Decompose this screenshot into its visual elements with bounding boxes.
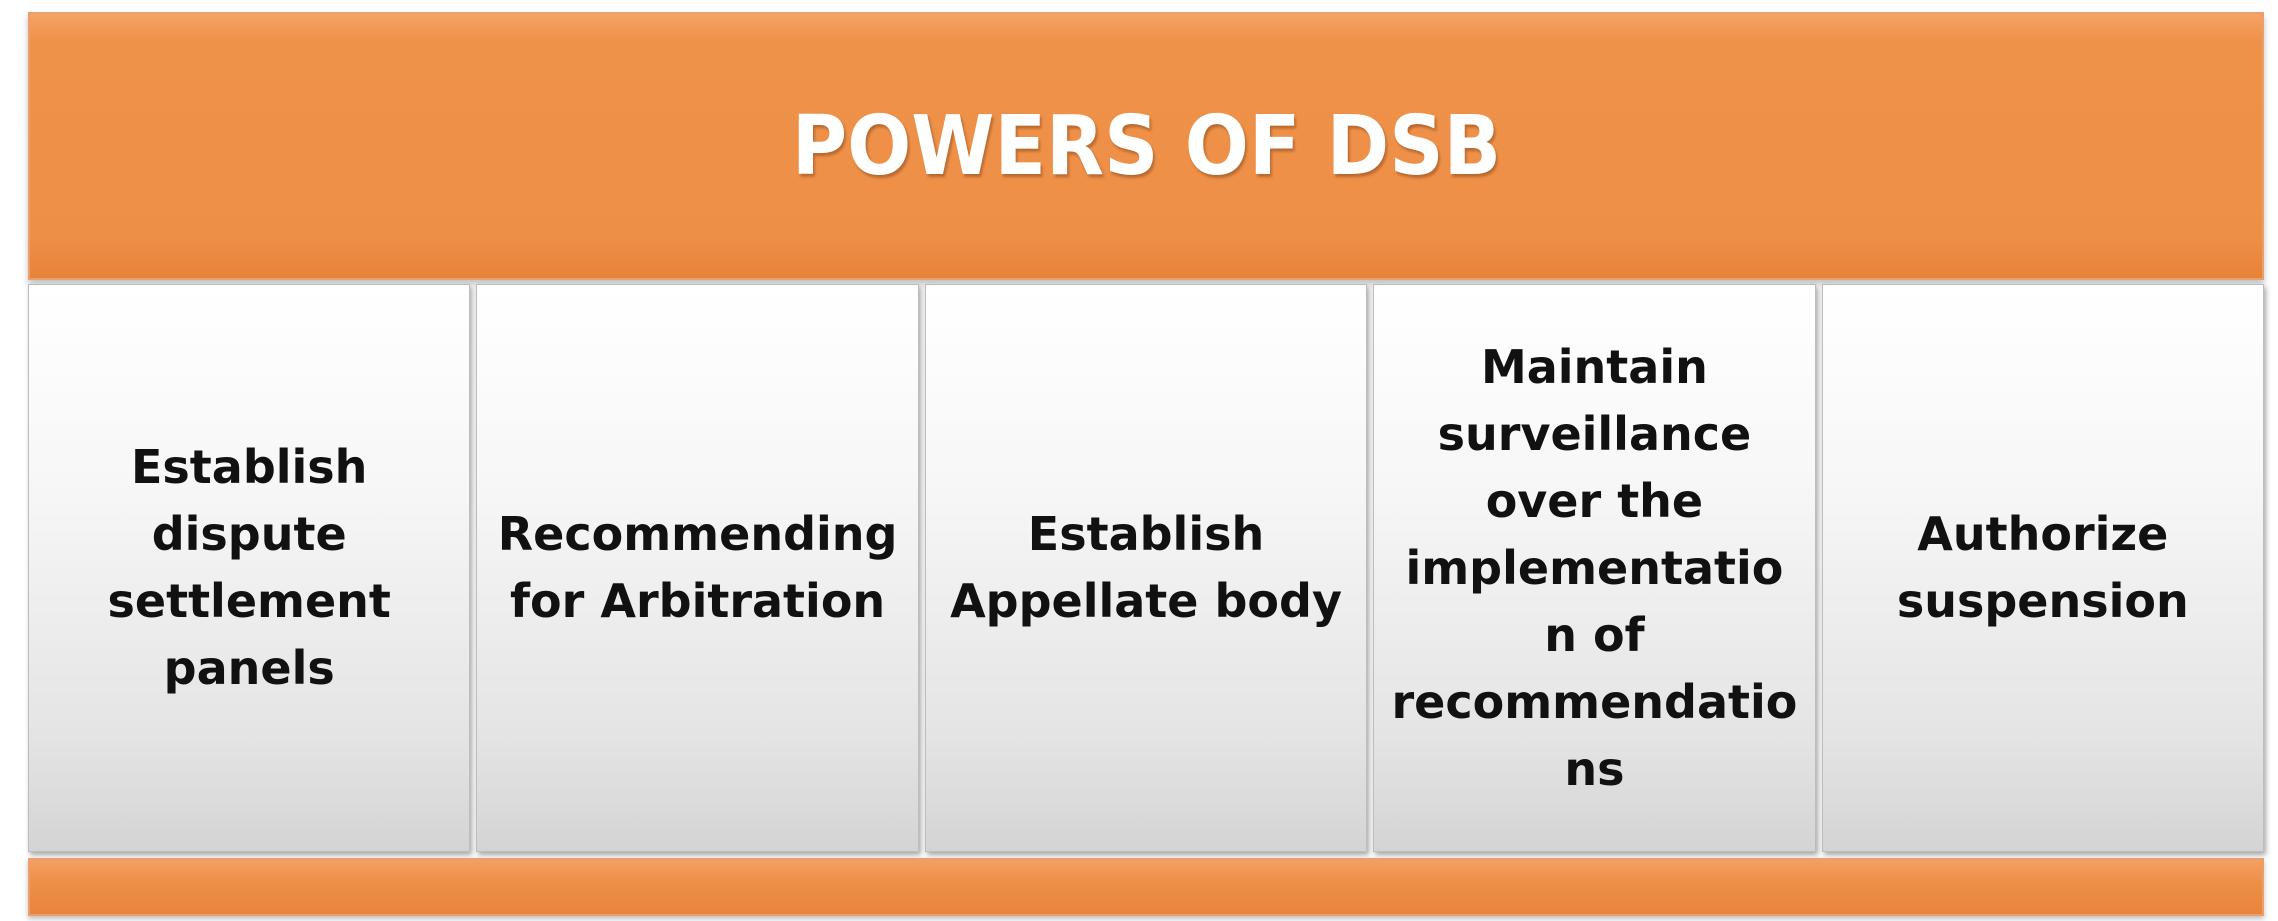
power-label: Maintain surveillance over the implement… <box>1391 339 1798 796</box>
power-box-surveillance: Maintain surveillance over the implement… <box>1373 284 1816 852</box>
powers-row: Establish dispute settlement panels Reco… <box>28 284 2265 854</box>
power-box-arbitration: Recommending for Arbitration <box>476 284 919 852</box>
power-label: Authorize suspension <box>1896 507 2189 628</box>
power-label: Establish Appellate body <box>950 507 1342 628</box>
power-label: Establish dispute settlement panels <box>107 440 391 695</box>
powers-of-dsb-diagram: POWERS OF DSB Establish dispute settleme… <box>28 12 2265 916</box>
power-box-dispute-panels: Establish dispute settlement panels <box>28 284 471 852</box>
diagram-title: POWERS OF DSB <box>791 98 1501 194</box>
power-box-suspension: Authorize suspension <box>1821 284 2265 852</box>
power-label: Recommending for Arbitration <box>497 507 898 628</box>
header-bar: POWERS OF DSB <box>28 12 2264 280</box>
footer-bar <box>28 858 2264 916</box>
power-box-appellate-body: Establish Appellate body <box>924 284 1368 852</box>
